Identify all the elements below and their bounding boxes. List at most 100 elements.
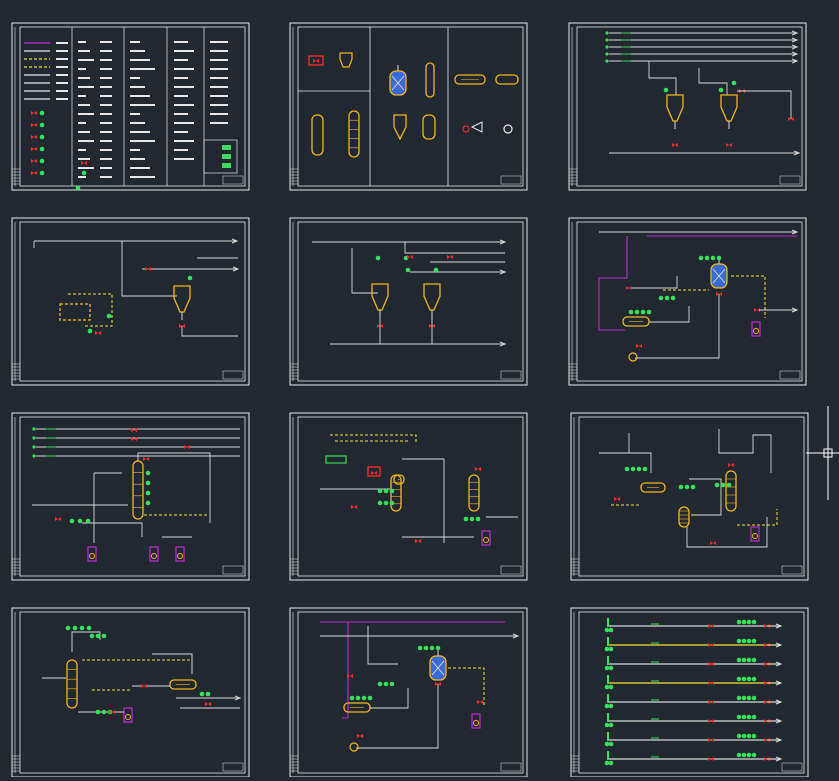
instrument-bubble <box>628 309 634 315</box>
valve-symbol <box>708 624 714 628</box>
control-valve <box>308 55 324 66</box>
legend-label-text <box>56 42 68 44</box>
sheet-inner-border <box>297 221 524 382</box>
legend-symbol-text <box>78 176 86 178</box>
crosshair-cursor[interactable] <box>806 406 839 500</box>
flow-arrow <box>499 239 507 245</box>
drawing-sheet-exchanger-system[interactable] <box>289 412 528 581</box>
pump-symbol <box>349 742 359 752</box>
flow-arrow <box>791 37 799 43</box>
instrument-bubble <box>463 516 469 522</box>
instrument-bubble <box>751 657 757 663</box>
drawing-sheet-column-pump[interactable] <box>11 607 250 778</box>
heat-exchanger <box>622 316 650 327</box>
instrument-bubble <box>751 714 757 720</box>
title-block <box>222 762 244 772</box>
agitator-symbol <box>712 268 726 284</box>
heat-exchanger <box>454 74 486 85</box>
drawing-sheet-manifold[interactable] <box>570 607 809 778</box>
legend-abbrev-text <box>174 95 188 97</box>
valve-symbol <box>754 308 760 312</box>
title-block <box>500 565 522 575</box>
pipe-line <box>121 241 177 297</box>
drawing-sheet-exchanger-loop[interactable] <box>570 412 809 581</box>
pipe-line <box>367 626 398 665</box>
legend-symbol-text <box>78 86 94 88</box>
legend-abbrev-text <box>210 68 228 70</box>
legend-symbol-text <box>100 95 112 97</box>
legend-symbol-text <box>78 77 90 79</box>
drawing-sheet-column-system[interactable] <box>11 412 250 581</box>
pipe-line <box>649 306 690 323</box>
instrument-bubble <box>664 295 670 301</box>
storage-tank <box>311 114 324 156</box>
legend-abbrev-text <box>210 95 228 97</box>
drawing-sheet-reactor-loop-b[interactable] <box>289 607 528 778</box>
legend-label-text <box>56 50 68 52</box>
legend-symbol-text <box>100 167 112 169</box>
branch-tag <box>607 732 609 740</box>
instrument-bubble <box>678 484 684 490</box>
instrument-bubble <box>718 87 724 93</box>
branch-tag <box>607 713 609 721</box>
drawing-sheet-dual-cyclone-a[interactable] <box>568 22 807 191</box>
legend-abbrev-text <box>174 122 194 124</box>
legend-symbol-text <box>100 149 112 151</box>
horizontal-drum <box>495 74 519 85</box>
legend-abbrev-text <box>130 104 155 106</box>
valve-symbol <box>131 437 137 441</box>
instrument-bubble <box>361 695 367 701</box>
instrument-bubble <box>714 482 720 488</box>
instrument-bubble <box>741 733 747 739</box>
sheet-border <box>570 607 809 778</box>
sheet-inner-border <box>578 416 805 577</box>
instrument-bubble <box>75 185 81 191</box>
instrument-bubble <box>605 38 609 42</box>
legend-symbol-text <box>78 122 86 124</box>
flow-arrow <box>775 737 783 743</box>
instrument-bubble <box>646 309 652 315</box>
legend-abbrev-text <box>210 104 228 106</box>
instrument-bubble <box>604 646 610 652</box>
instrument-bubble <box>435 645 441 651</box>
sheet-inner-border <box>297 26 524 187</box>
drawing-sheet-equipment[interactable] <box>289 22 528 191</box>
drawing-sheet-reactor-loop-a[interactable] <box>568 217 807 386</box>
drawing-sheet-legend[interactable] <box>11 22 250 191</box>
cyclone-separator <box>423 283 441 311</box>
instrument-bubble <box>604 665 610 671</box>
pipe-line <box>137 452 211 523</box>
valve-symbol <box>636 344 642 348</box>
title-block <box>779 175 801 185</box>
instrument-bubble <box>741 752 747 758</box>
title-block <box>779 370 801 380</box>
valve-symbol <box>371 471 377 475</box>
instrument-bubble <box>670 295 676 301</box>
instrument-bubble <box>746 657 752 663</box>
legend-abbrev-text <box>174 104 194 106</box>
valve-symbol <box>141 684 147 688</box>
sheet-border <box>11 412 250 581</box>
drawing-sheet-dual-cyclone-b[interactable] <box>289 217 528 386</box>
legend-abbrev-text <box>210 50 228 52</box>
legend-label-text <box>56 98 68 100</box>
instrument-bubble <box>605 45 609 49</box>
instrument-bubble <box>663 87 669 93</box>
heat-exchanger <box>169 679 197 690</box>
instrument-bubble <box>469 516 475 522</box>
cyclone-separator <box>666 94 684 122</box>
distillation-column <box>348 110 360 158</box>
distillation-column <box>132 460 144 520</box>
instrument-bubble <box>375 255 381 261</box>
valve-symbol <box>184 445 190 449</box>
drawing-sheet-heater-cyclone[interactable] <box>11 217 250 386</box>
legend-symbol-text <box>100 86 112 88</box>
flow-arrow <box>791 229 799 235</box>
instrument-bubble <box>608 627 614 633</box>
cursor-pickbox <box>823 448 833 458</box>
flow-arrow <box>512 633 520 639</box>
heat-exchanger <box>393 474 405 485</box>
legend-label-text <box>56 58 68 60</box>
